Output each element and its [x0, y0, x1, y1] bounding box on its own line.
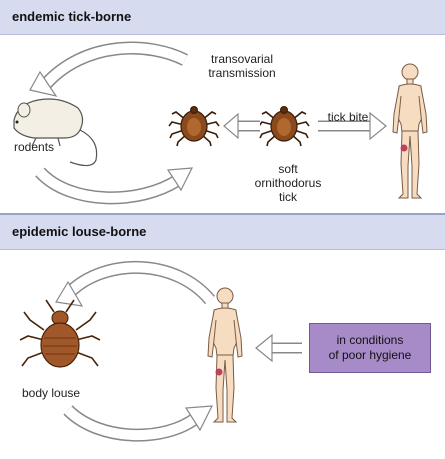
- callout-line1: in conditions: [336, 333, 404, 347]
- top-panel-title: endemic tick-borne: [12, 9, 132, 24]
- human-figure-icon-bottom: [207, 287, 243, 423]
- transovarial-label: transovarial transmission: [196, 52, 288, 80]
- bottom-panel-header: epidemic louse-borne: [0, 215, 445, 250]
- panel-divider: [0, 213, 445, 215]
- soft-tick-label-line3: tick: [279, 190, 297, 204]
- rodents-label: rodents: [14, 140, 55, 154]
- tick-icon-right: [258, 105, 310, 147]
- bottom-panel-title: epidemic louse-borne: [12, 224, 147, 239]
- transovarial-label-line1: transovarial: [210, 52, 274, 66]
- cycle-arrow-top-upper: [29, 41, 188, 97]
- arrow-tick-bite: [318, 111, 387, 141]
- louse-icon: [19, 299, 101, 368]
- tick-bite-label: tick bite: [327, 110, 369, 124]
- cycle-arrow-bottom-lower: [63, 405, 214, 442]
- cycle-arrow-top-lower: [35, 167, 194, 205]
- soft-tick-label: soft ornithodorus tick: [248, 162, 328, 204]
- top-panel-header: endemic tick-borne: [0, 0, 445, 35]
- callout-line2: of poor hygiene: [328, 348, 412, 362]
- arrow-conditions: [255, 333, 302, 363]
- cycle-arrow-bottom-upper: [55, 261, 215, 307]
- rat-icon: [13, 98, 98, 167]
- soft-tick-label-line1: soft: [278, 162, 298, 176]
- human-figure-icon-top: [392, 63, 428, 199]
- poor-hygiene-callout: in conditions of poor hygiene: [309, 323, 431, 373]
- body-louse-label: body louse: [22, 386, 81, 400]
- arrow-tick-to-tick: [223, 112, 260, 140]
- tick-icon-left: [168, 105, 220, 147]
- soft-tick-label-line2: ornithodorus: [254, 176, 322, 190]
- transovarial-label-line2: transmission: [208, 66, 276, 80]
